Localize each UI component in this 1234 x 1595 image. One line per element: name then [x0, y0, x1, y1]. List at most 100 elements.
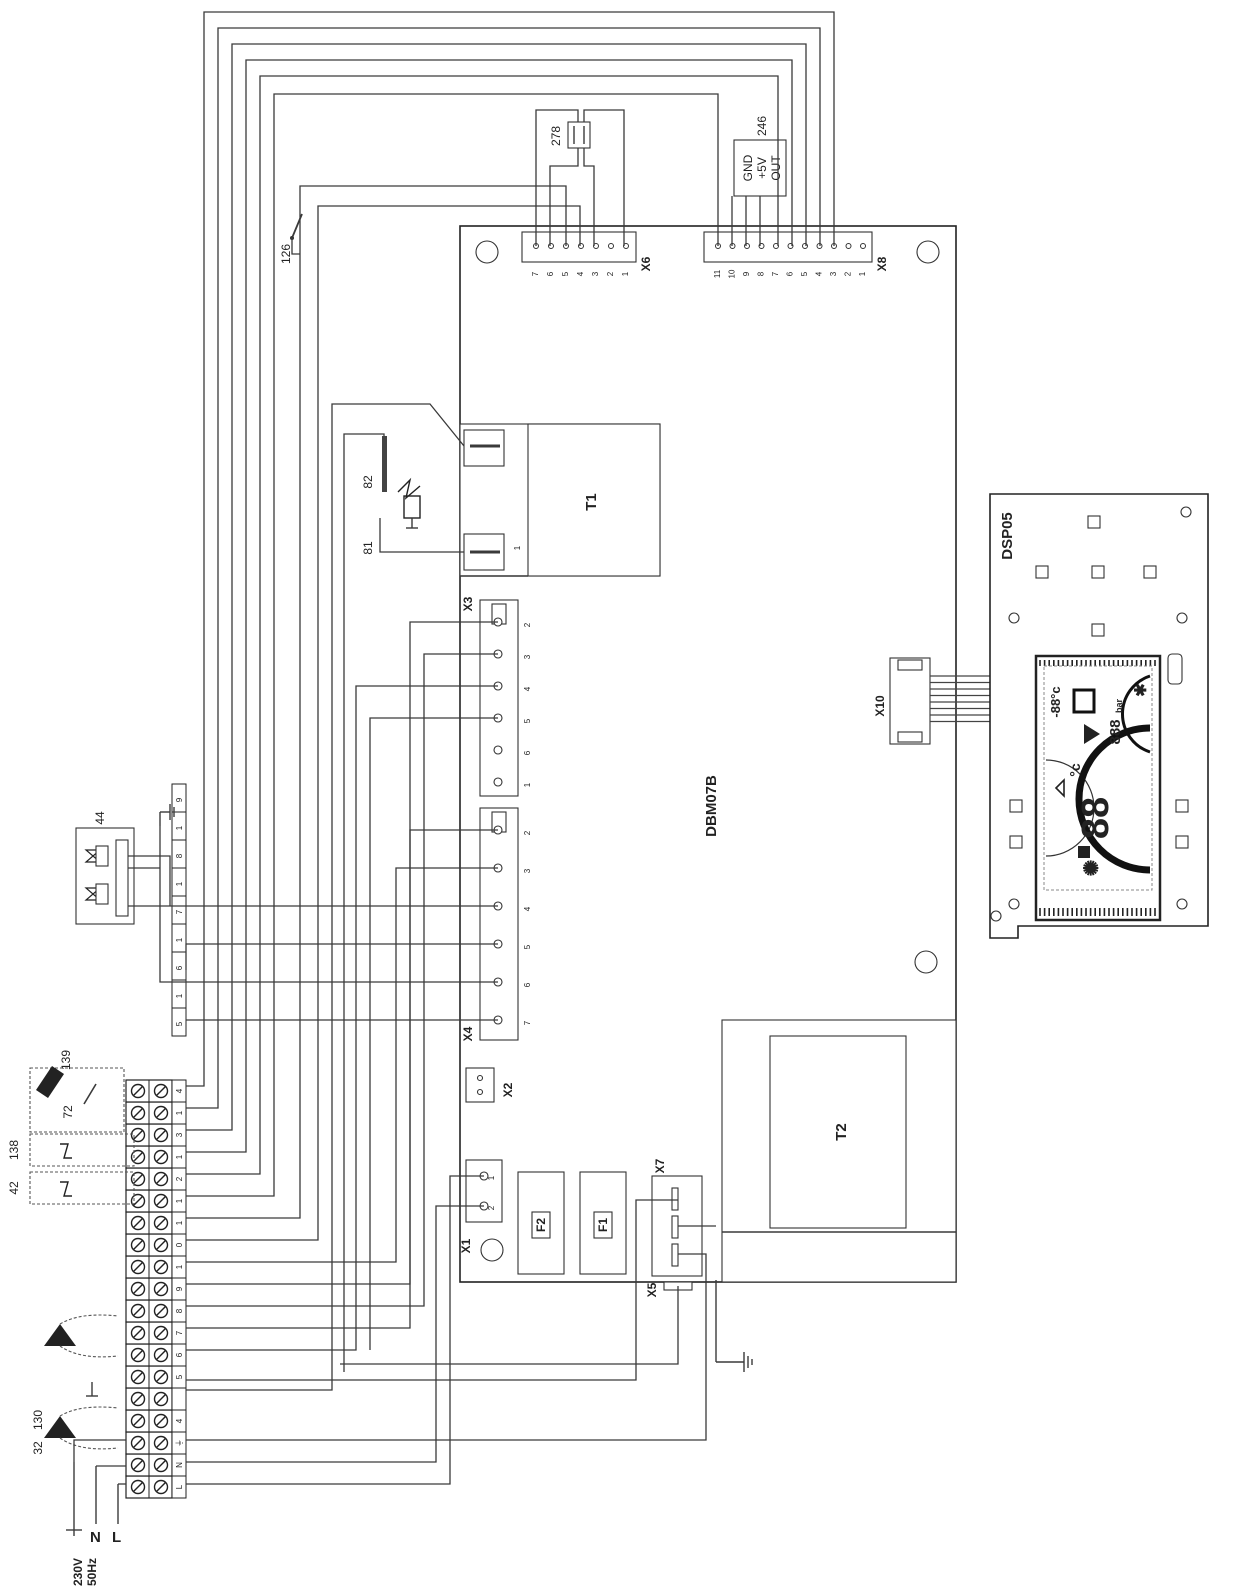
x10-label: X10 [873, 695, 887, 717]
display-button[interactable] [1091, 565, 1105, 579]
x3-pin-label: 3 [523, 654, 532, 659]
phone-icon [36, 1066, 64, 1098]
x8-pin [845, 243, 852, 249]
warning-icon [1054, 778, 1065, 798]
x6-pin-label: 5 [561, 271, 570, 276]
x6-pin-label: 1 [621, 271, 630, 276]
x4-pin-label: 7 [523, 1020, 532, 1025]
wire [186, 403, 465, 1391]
capacitor [1167, 653, 1183, 685]
wire [583, 148, 595, 246]
terminal-label: N [175, 1462, 184, 1468]
wire [186, 1199, 678, 1381]
x7-blade [671, 1187, 679, 1211]
x1-pin: 2 [487, 1205, 496, 1210]
wire [186, 867, 498, 1263]
wire [291, 238, 300, 255]
terminal-label: 1 [175, 1154, 184, 1159]
lcd-pressure-unit: bar [1114, 699, 1124, 714]
wire [186, 11, 835, 1087]
x6-pin-label: 4 [576, 271, 585, 276]
terminal-label: 1 [175, 1110, 184, 1115]
terminal-label: 0 [175, 1242, 184, 1247]
display-button[interactable] [1009, 835, 1023, 849]
x4-pin-label: 2 [523, 830, 532, 835]
electrode-assembly: 82 81 [361, 436, 421, 555]
flame-icon [1084, 724, 1100, 744]
electrode-81-id: 81 [361, 541, 375, 555]
screw [1008, 612, 1020, 624]
valve-44-id: 44 [93, 811, 107, 825]
t2-core [769, 1035, 907, 1229]
x10-housing [889, 657, 931, 745]
wire [379, 518, 464, 553]
display-button[interactable] [1143, 565, 1157, 579]
x1-label: X1 [459, 1238, 473, 1253]
display-button[interactable] [1175, 835, 1189, 849]
x3-pin-label: 5 [523, 718, 532, 723]
wire [186, 75, 779, 1175]
display-button[interactable] [1035, 565, 1049, 579]
electrode-82 [382, 436, 387, 492]
power-supply: N L 230V 50Hz [66, 1462, 121, 1586]
f2-label: F2 [534, 1218, 548, 1232]
terminal-label: 9 [175, 1286, 184, 1291]
wire [185, 943, 498, 970]
x8-pin [860, 243, 866, 249]
wire [369, 717, 498, 1350]
wire [186, 1205, 484, 1463]
x4-pin-label: 4 [523, 906, 532, 911]
f2-body [531, 1211, 551, 1239]
switch-126: 126 [279, 213, 303, 264]
display-button[interactable] [1009, 799, 1023, 813]
x8-pin-label: 8 [757, 271, 766, 276]
wire [343, 433, 385, 1372]
room-thermostat-icon [83, 1083, 97, 1105]
display-button[interactable] [1175, 799, 1189, 813]
terminal-label: 6 [175, 1352, 184, 1357]
pump-32-id: 32 [31, 1441, 45, 1455]
x4-label: X4 [461, 1026, 475, 1041]
fuse-f2: F2 [517, 1171, 565, 1275]
house-icon [1072, 688, 1096, 714]
display-button[interactable] [1087, 515, 1101, 529]
strip-label: 1 [175, 825, 184, 830]
wire [535, 109, 579, 246]
x8-pin [744, 243, 750, 249]
x5-label: X5 [645, 1282, 659, 1297]
sensor-246: GND +5V OUT 246 [733, 116, 787, 197]
strip-label: 8 [175, 853, 184, 858]
x1-housing [465, 1159, 503, 1223]
x10-latch [897, 659, 923, 671]
strip-label: 7 [175, 909, 184, 914]
x4-pin-label: 5 [523, 944, 532, 949]
transformer-t2: T2 [721, 1019, 957, 1283]
mount-hole [475, 240, 499, 264]
lcd-big-unit: °c [1067, 763, 1083, 777]
x10-latch [897, 731, 923, 743]
wire [340, 1286, 679, 1365]
device-42-id: 42 [7, 1181, 21, 1195]
mount-hole [916, 240, 940, 264]
wire [186, 205, 581, 1241]
external-devices: 72 139 138 42 32 130 [7, 1050, 135, 1455]
x8-pin-label: 1 [858, 271, 867, 276]
x8-pin-label: 9 [742, 271, 751, 276]
pump-icon [44, 1324, 76, 1346]
x3-pin [493, 777, 503, 787]
neutral-label: N [90, 1529, 101, 1546]
terminal-label: 2 [175, 1176, 184, 1181]
terminal-label: 7 [175, 1330, 184, 1335]
display-button[interactable] [1091, 623, 1105, 637]
radiator-icon [1078, 846, 1090, 858]
terminal-label: 3 [175, 1132, 184, 1137]
wire [583, 109, 625, 246]
x8-pin-label: 6 [786, 271, 795, 276]
x6-pin-label: 2 [606, 271, 615, 276]
screw [1176, 898, 1188, 910]
x6-pin [608, 243, 614, 249]
x2-housing [465, 1067, 495, 1103]
